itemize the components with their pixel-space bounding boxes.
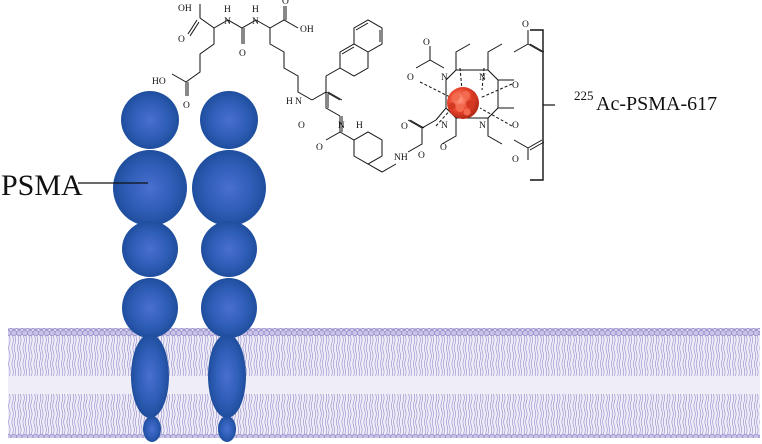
atom-label: O: [183, 101, 190, 111]
atom-label: H: [224, 5, 231, 15]
psma-617-structure: [171, 4, 555, 181]
atom-label: O: [440, 143, 447, 153]
atom-label: HO: [152, 77, 166, 87]
atom-label: O: [316, 143, 323, 153]
atom-label: O: [282, 0, 289, 7]
atom-label: N: [479, 121, 486, 131]
atom-label: OH: [300, 25, 314, 35]
atom-label: N: [338, 121, 345, 131]
actinium-225-atom: [447, 87, 479, 119]
atom-label: O: [239, 49, 246, 59]
cell-membrane: [8, 328, 760, 438]
compound-label: 225 Ac-PSMA-617: [574, 88, 717, 115]
atom-label: N: [224, 17, 231, 27]
atom-label: OH: [178, 4, 192, 14]
atom-label: N: [479, 73, 486, 83]
atom-label: O: [512, 155, 519, 165]
atom-label: NH: [394, 153, 408, 163]
atom-label: N: [441, 121, 448, 131]
atom-label: H: [286, 97, 293, 107]
atom-label: O: [298, 121, 305, 131]
atom-label: H: [356, 121, 363, 131]
atom-label: O: [401, 122, 408, 132]
atom-label: O: [178, 35, 185, 45]
atom-label: O: [512, 121, 519, 131]
atom-label: O: [407, 73, 414, 83]
psma-monomer-left: [113, 91, 187, 442]
compound-name: Ac-PSMA-617: [596, 93, 717, 115]
atom-label: N: [295, 97, 302, 107]
isotope-superscript: 225: [574, 88, 594, 103]
atom-label: O: [423, 38, 430, 48]
atom-label: O: [512, 81, 519, 91]
atom-labels: OH O H N H N O O OH HO O H N O N H O NH …: [152, 0, 529, 165]
atom-label: H: [252, 5, 259, 15]
atom-label: O: [418, 151, 425, 161]
psma-label: PSMA: [1, 169, 83, 202]
psma-monomer-right: [192, 91, 266, 442]
atom-label: O: [522, 20, 529, 30]
atom-label: N: [252, 17, 259, 27]
atom-label: N: [441, 73, 448, 83]
